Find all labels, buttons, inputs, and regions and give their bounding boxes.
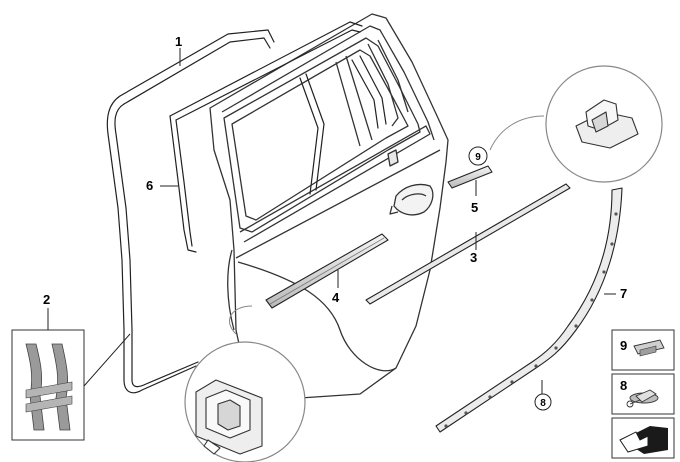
clip-icon xyxy=(633,339,665,357)
seal-profile-box xyxy=(11,329,131,441)
leader-lines xyxy=(47,48,616,394)
legend-label-8: 8 xyxy=(620,378,627,393)
callout-9: 9 xyxy=(475,152,481,163)
callout-2: 2 xyxy=(43,292,50,307)
legend-label-9: 9 xyxy=(620,338,627,353)
callout-1: 1 xyxy=(175,34,182,49)
callout-8-circle xyxy=(534,393,552,411)
callout-4: 4 xyxy=(332,290,340,305)
window-channel-part xyxy=(169,21,387,253)
callout-7: 7 xyxy=(620,286,627,301)
detail-bubble-profile xyxy=(184,305,306,462)
callout-labels: 1 2 3 4 5 6 7 8 9 xyxy=(43,34,627,411)
door-panel xyxy=(209,13,449,399)
long-strip-part xyxy=(365,183,571,305)
legend-item-fastener: 8 xyxy=(611,373,675,415)
fastener-icon xyxy=(626,389,659,408)
small-strip-part xyxy=(447,165,493,189)
callout-5: 5 xyxy=(471,200,478,215)
door-moulding-part xyxy=(265,233,389,309)
legend-item-clip: 9 xyxy=(611,329,675,371)
callout-8: 8 xyxy=(540,398,546,409)
callout-9-circle xyxy=(468,146,488,166)
legend: 9 8 xyxy=(611,329,675,459)
callout-3: 3 xyxy=(470,250,477,265)
sill-trim-part xyxy=(435,187,623,433)
callout-6: 6 xyxy=(146,178,153,193)
arrow-icon xyxy=(619,426,668,454)
detail-bubble-clip xyxy=(489,65,663,183)
legend-item-arrow xyxy=(611,417,675,459)
door-seal-part xyxy=(106,29,275,394)
